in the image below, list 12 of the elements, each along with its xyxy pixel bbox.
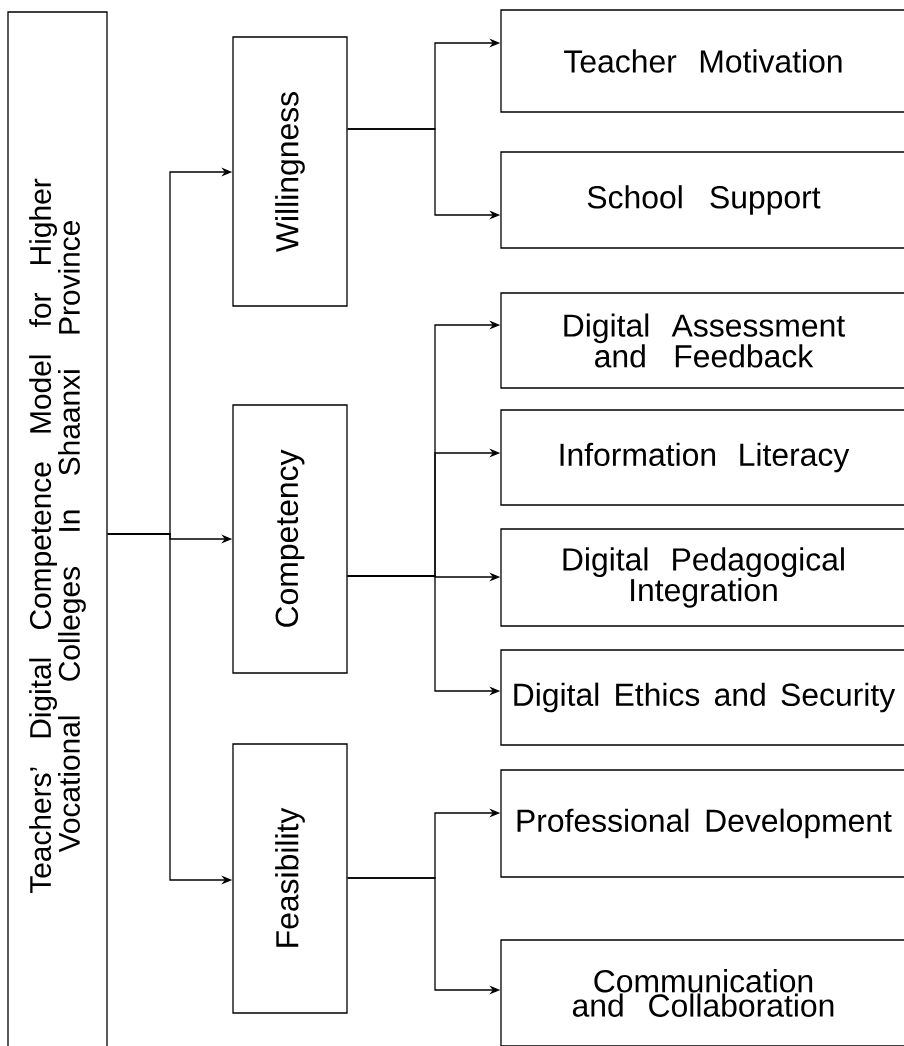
indicator-box: Information Literacy — [500, 409, 904, 506]
indicator-box: Digital Assessment and Feedback — [500, 292, 904, 389]
category-box: Willingness — [232, 36, 348, 307]
indicator-box: Digital Ethics and Security — [500, 649, 904, 746]
category-box: Competency — [232, 404, 348, 674]
indicator-box: School Support — [500, 151, 904, 249]
category-box: Feasibility — [232, 743, 348, 1014]
indicator-box: Digital Pedagogical Integration — [500, 528, 904, 627]
indicator-box: Professional Development — [500, 769, 904, 878]
indicator-box: Communication and Collaboration — [500, 939, 904, 1046]
root-box: Teachers’ Digital Competence Model for Higher Vocational Colleges In Shaanxi Province — [7, 11, 108, 1046]
indicator-box: Teacher Motivation — [500, 9, 904, 113]
